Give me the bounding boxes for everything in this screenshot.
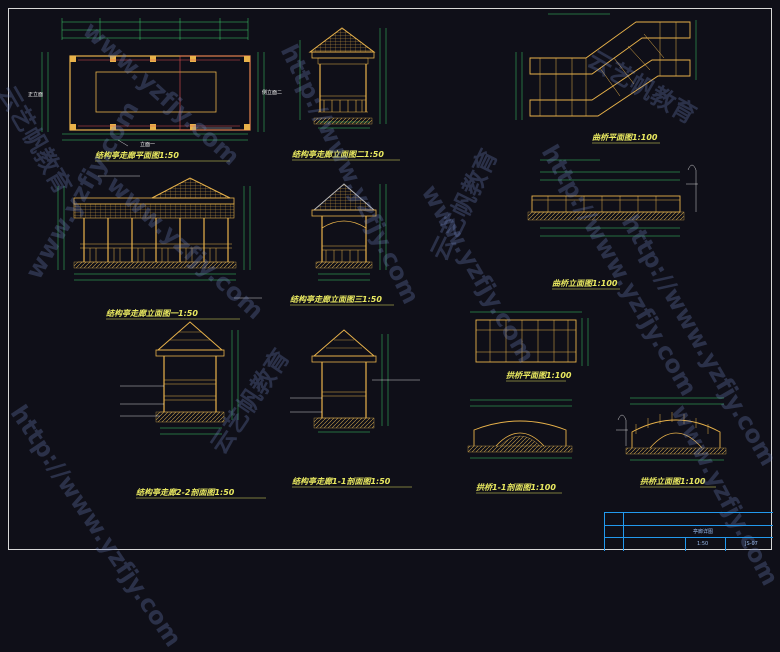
title-block-sheet-no: JS-07 <box>745 541 758 547</box>
pavilion-side-elevation-2: 结构亭走廊立面图二1:50 <box>292 27 400 161</box>
view-title-curved-bridge-elev: 曲桥立面图1:100 <box>552 279 618 288</box>
title-block-scale: 1:50 <box>697 541 709 547</box>
curved-bridge-plan: 曲桥平面图1:100 <box>515 13 697 144</box>
view-title-front-1: 结构亭走廊立面图一1:50 <box>106 309 198 318</box>
view-title-plan: 结构亭走廊平面图1:50 <box>95 151 179 160</box>
view-title-side-2: 结构亭走廊立面图二1:50 <box>292 150 384 159</box>
view-title-section-2-2: 结构亭走廊2-2剖面图1:50 <box>136 488 235 497</box>
plan-tag-right: 侧立面二 <box>262 89 282 96</box>
plan-tag-bottom: 立面一 <box>140 141 155 148</box>
plan-tag-left: 正立面 <box>28 91 43 98</box>
pavilion-front-elevation-1: 结构亭走廊立面图一1:50 <box>57 175 262 320</box>
view-title-arch-plan: 拱桥平面图1:100 <box>506 371 572 380</box>
drawing-border <box>8 8 772 550</box>
view-title-arch-section: 拱桥1-1剖面图1:100 <box>476 483 556 492</box>
view-title-arch-elev: 拱桥立面图1:100 <box>640 477 706 486</box>
arch-bridge-section: 拱桥1-1剖面图1:100 <box>467 399 573 494</box>
pavilion-plan: 正立面 侧立面二 立面一 结构亭走廊平面图1:50 <box>28 18 282 162</box>
curved-bridge-elevation: 曲桥立面图1:100 <box>527 159 698 290</box>
view-title-side-3: 结构亭走廊立面图三1:50 <box>290 295 382 304</box>
view-title-curved-bridge-plan: 曲桥平面图1:100 <box>592 133 658 142</box>
arch-bridge-plan: 拱桥平面图1:100 <box>470 311 589 382</box>
pavilion-section-1-1: 结构亭走廊1-1剖面图1:50 <box>290 329 420 488</box>
pavilion-section-2-2: 结构亭走廊2-2剖面图1:50 <box>120 321 266 499</box>
pavilion-side-elevation-3: 结构亭走廊立面图三1:50 <box>290 183 394 306</box>
drawing-sheet: 正立面 侧立面二 立面一 结构亭走廊平面图1:50 结构亭走廊立面图二1:50 <box>28 13 727 499</box>
title-block: 亭廊详图 1:50 JS-07 <box>604 512 773 551</box>
arch-bridge-elevation: 拱桥立面图1:100 <box>616 397 727 488</box>
title-block-drawing-name: 亭廊详图 <box>693 529 714 535</box>
view-title-section-1-1: 结构亭走廊1-1剖面图1:50 <box>292 477 391 486</box>
